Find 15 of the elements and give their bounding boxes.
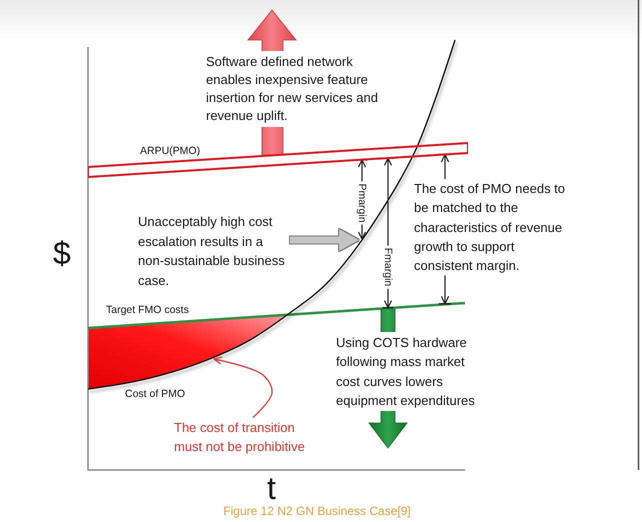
annotation-text: The cost of PMO needs to be matched to the characteristics of revenue growth to support consistent margin.	[414, 179, 572, 276]
leader-line	[440, 275, 450, 304]
axis-label: $	[53, 236, 71, 270]
line-label: Target FMO costs	[106, 304, 189, 316]
leader-line	[213, 356, 273, 418]
axis-label: t	[267, 472, 276, 504]
curve-label: Cost of PMO	[125, 388, 186, 400]
dimension-label: Pmargin	[356, 181, 368, 225]
figure-caption: Figure 12 N2 GN Business Case[9]	[223, 504, 411, 518]
dimension-label: Fmargin	[382, 246, 394, 288]
annotation-text: The cost of transition must not be prohibitive	[174, 418, 308, 456]
annotation-text: Unacceptably high cost escalation results in a non-sustainable business case.	[138, 212, 290, 290]
block-arrow	[290, 229, 359, 251]
line-label: ARPU(PMO)	[140, 145, 200, 158]
leader-line	[440, 154, 450, 179]
